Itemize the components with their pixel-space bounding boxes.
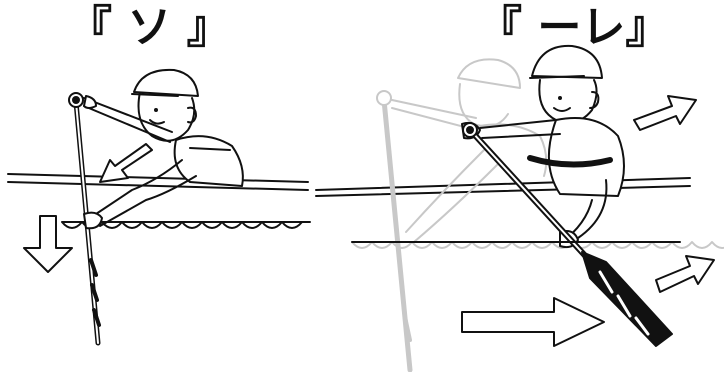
right-up-arrow-icon-top [633, 95, 697, 131]
left-panel-title: 『 ソ 』 [68, 2, 231, 53]
right-paddler [461, 44, 625, 249]
right-panel [315, 44, 724, 372]
left-down-arrow-icon [23, 215, 73, 273]
left-panel [7, 68, 311, 346]
left-water-waves [61, 221, 311, 229]
right-paddle [462, 122, 673, 347]
left-paddler [83, 68, 244, 230]
right-forward-arrow-icon [461, 297, 605, 347]
right-panel-title: 『 ーレ』 [478, 2, 670, 53]
right-up-arrow-icon-bottom [655, 255, 715, 293]
left-pull-arrow-icon [99, 143, 153, 183]
right-gunwale [315, 177, 691, 197]
